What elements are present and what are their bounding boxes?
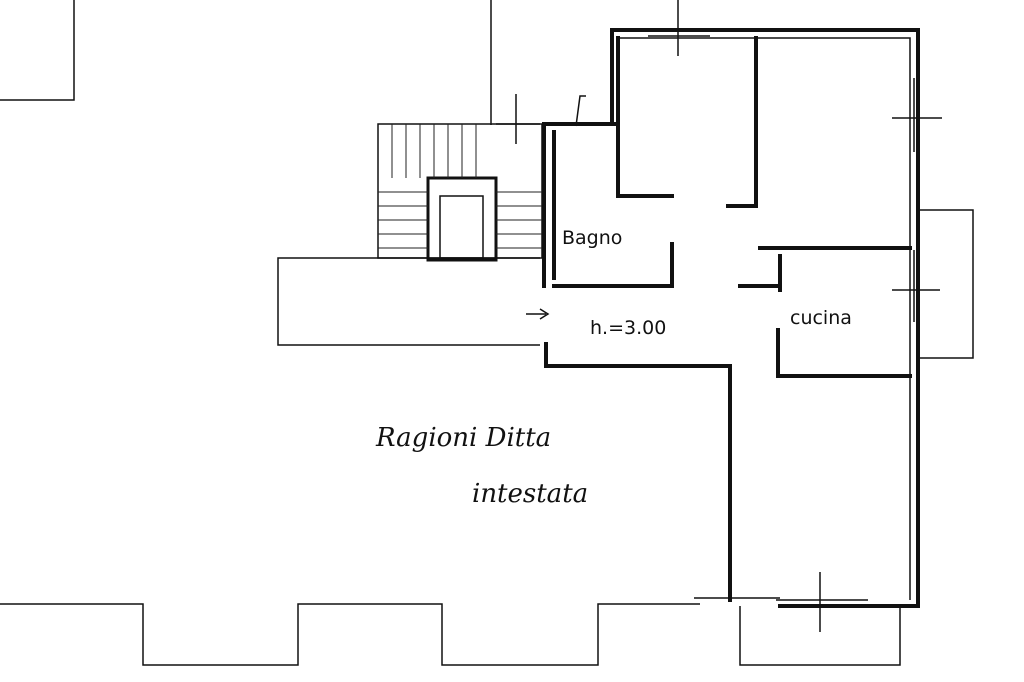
annotation-line1: Ragioni Ditta xyxy=(375,423,551,453)
apartment-walls xyxy=(542,28,920,608)
entrance-arrow xyxy=(526,308,550,320)
label-bathroom: Bagno xyxy=(562,227,622,249)
label-ceiling-height: h.=3.00 xyxy=(590,317,666,339)
balcony-right xyxy=(918,209,974,359)
balcony-bottom xyxy=(739,606,901,666)
annotation-line2: intestata xyxy=(472,479,588,509)
neighbor-building-top-left xyxy=(0,0,75,101)
staircase xyxy=(377,123,543,262)
label-kitchen: cucina xyxy=(790,307,852,329)
landing xyxy=(277,257,540,346)
window-markers xyxy=(496,0,942,632)
neighbor-outline-bottom xyxy=(0,603,700,666)
